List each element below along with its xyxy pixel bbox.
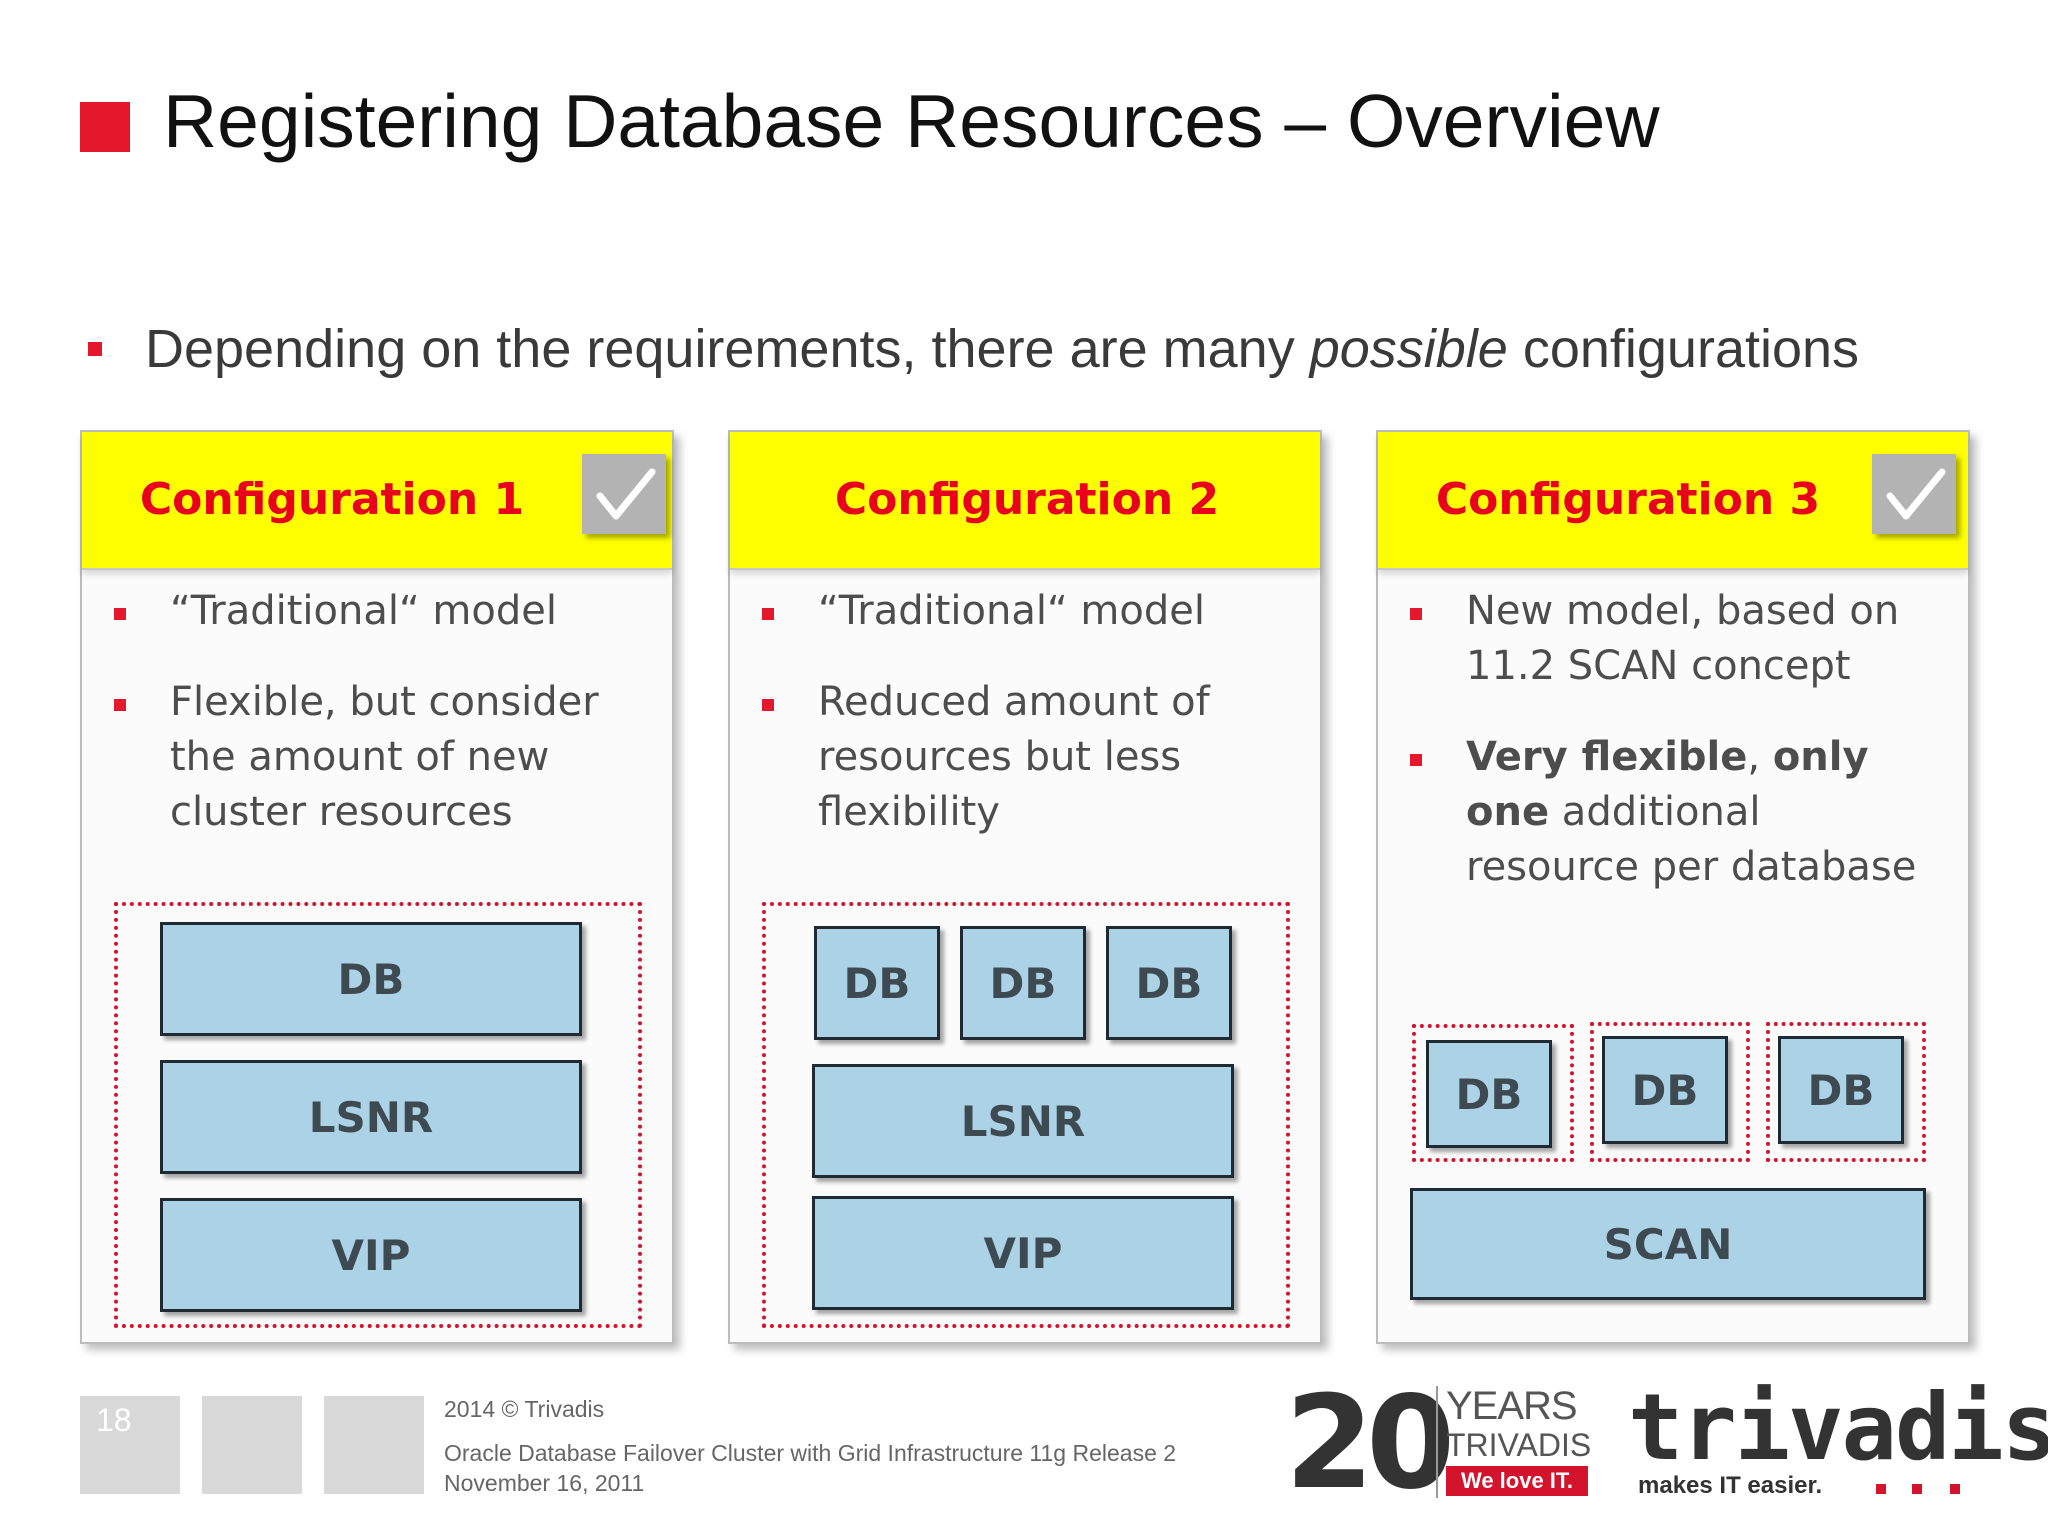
listener-resource-block: LSNR <box>812 1064 1234 1178</box>
list-item: New model, based on 11.2 SCAN concept <box>1410 584 1916 694</box>
list-item: Very flexible, only one additional resou… <box>1410 730 1946 895</box>
list-item: “Traditional“ model <box>762 584 1302 639</box>
item-text: “Traditional“ model <box>818 588 1205 634</box>
item-text: New model, based on 11.2 SCAN concept <box>1466 588 1900 689</box>
bullet-icon <box>1410 754 1422 766</box>
main-bullet-emphasis: possible <box>1309 319 1508 379</box>
db-resource-block: DB <box>1106 926 1232 1040</box>
item-text: Reduced amount of resources but less fle… <box>818 679 1210 835</box>
footer-subtitle: Oracle Database Failover Cluster with Gr… <box>444 1440 1177 1466</box>
tagline: makes IT easier. <box>1638 1472 1823 1499</box>
years-label: YEARS <box>1446 1384 1578 1428</box>
db-resource-block: DB <box>1426 1040 1552 1148</box>
db-resource-block: DB <box>814 926 940 1040</box>
card-items: “Traditional“ model Flexible, but consid… <box>114 584 654 876</box>
item-bold-text: only one <box>1466 734 1869 835</box>
footer-date: November 16, 2011 <box>444 1470 645 1496</box>
db-resource-block: DB <box>960 926 1086 1040</box>
logo-divider <box>1436 1386 1438 1498</box>
bullet-icon <box>88 342 102 356</box>
db-resource-block: DB <box>1778 1036 1904 1144</box>
main-bullet: Depending on the requirements, there are… <box>145 318 1859 380</box>
resource-group-outline <box>114 902 642 1328</box>
list-item: “Traditional“ model <box>114 584 654 639</box>
item-text: additional resource per database <box>1466 789 1917 890</box>
card-title: Configuration 3 <box>1435 474 1821 525</box>
bullet-icon <box>762 699 774 711</box>
logo-dot <box>1876 1484 1886 1494</box>
company-label: TRIVADIS <box>1446 1427 1592 1463</box>
footer-copyright: 2014 © Trivadis <box>444 1396 605 1422</box>
config-card-1: Configuration 1 “Traditional“ model Flex… <box>80 430 674 1344</box>
bullet-icon <box>114 608 126 620</box>
resource-group-outline <box>1766 1022 1926 1162</box>
resource-group-outline <box>1412 1024 1574 1162</box>
db-resource-block: DB <box>1602 1036 1728 1144</box>
title-square-icon <box>80 102 130 152</box>
page-number: 18 <box>96 1402 132 1438</box>
vip-resource-block: VIP <box>812 1196 1234 1310</box>
db-resource-block: DB <box>160 922 582 1036</box>
main-bullet-text-2: configurations <box>1507 319 1860 379</box>
checkmark-icon <box>582 454 666 534</box>
scan-resource-block: SCAN <box>1410 1188 1926 1300</box>
card-items: New model, based on 11.2 SCAN concept Ve… <box>1410 584 1950 931</box>
card-header: Configuration 1 <box>82 432 672 570</box>
page-title: Registering Database Resources – Overvie… <box>163 79 1660 163</box>
vip-resource-block: VIP <box>160 1198 582 1312</box>
anniversary-number-logo: 20 <box>1285 1369 1455 1518</box>
logo-dot <box>1912 1484 1922 1494</box>
main-bullet-text-1: Depending on the requirements, there are… <box>145 319 1310 379</box>
list-item: Flexible, but consider the amount of new… <box>114 675 610 840</box>
card-items: “Traditional“ model Reduced amount of re… <box>762 584 1302 876</box>
config-card-3: Configuration 3 New model, based on 11.2… <box>1376 430 1970 1344</box>
logo-dot <box>1950 1484 1960 1494</box>
card-header: Configuration 3 <box>1378 432 1968 570</box>
footer-box <box>80 1396 180 1494</box>
item-text: , <box>1747 734 1773 780</box>
footer-box <box>324 1396 424 1494</box>
listener-resource-block: LSNR <box>160 1060 582 1174</box>
trivadis-logo: trivadis <box>1628 1374 2048 1481</box>
bullet-icon <box>114 699 126 711</box>
resource-group-outline <box>762 902 1290 1328</box>
footer-box <box>202 1396 302 1494</box>
item-text: “Traditional“ model <box>170 588 557 634</box>
item-bold-text: Very flexible <box>1466 734 1748 780</box>
checkmark-icon <box>1872 454 1956 534</box>
config-card-2: Configuration 2 “Traditional“ model Redu… <box>728 430 1322 1344</box>
card-title: Configuration 2 <box>834 474 1220 525</box>
slogan-badge: We love IT. <box>1446 1466 1588 1496</box>
bullet-icon <box>762 608 774 620</box>
bullet-icon <box>1410 608 1422 620</box>
card-title: Configuration 1 <box>139 474 525 525</box>
list-item: Reduced amount of resources but less fle… <box>762 675 1238 840</box>
card-header: Configuration 2 <box>730 432 1320 570</box>
resource-group-outline <box>1590 1022 1750 1162</box>
item-text: Flexible, but consider the amount of new… <box>170 679 599 835</box>
